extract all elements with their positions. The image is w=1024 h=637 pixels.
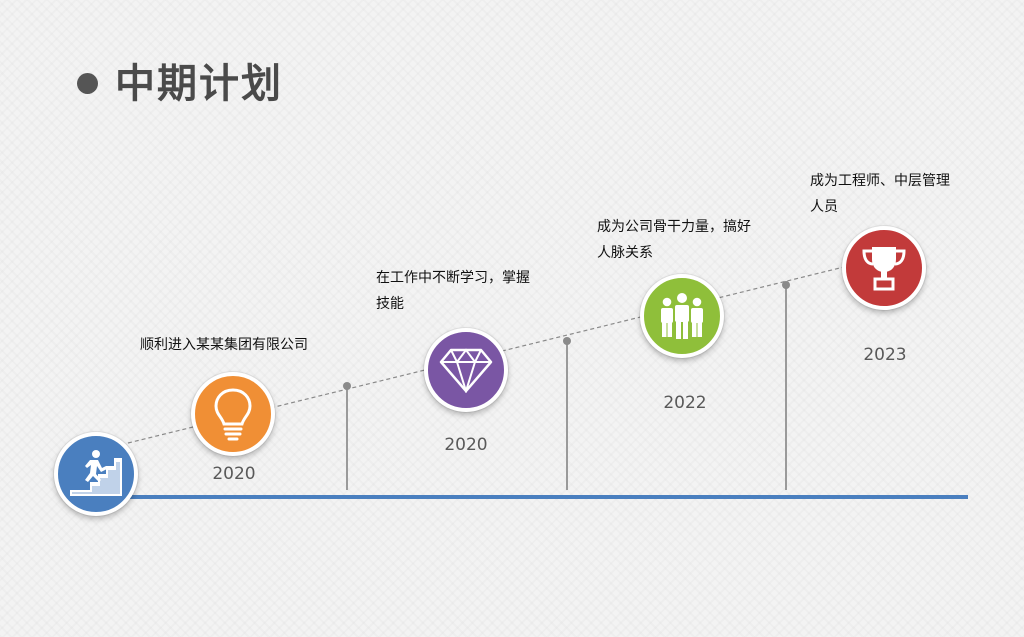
milestone-2-year: 2020 — [444, 435, 488, 455]
milestone-4-circle — [842, 226, 926, 310]
milestone-3-year: 2022 — [663, 393, 707, 413]
page-title: 中期计划 — [115, 61, 283, 107]
runner-stairs-icon — [70, 450, 122, 496]
milestone-4-year: 2023 — [863, 345, 907, 365]
milestone-1-text: 顺利进入某某集团有限公司 — [140, 337, 308, 353]
trend-node-2 — [563, 337, 571, 345]
trend-dashed-line — [127, 265, 849, 444]
title-bullet — [77, 73, 98, 94]
diamond-icon — [439, 348, 493, 393]
milestone-1-circle — [191, 372, 275, 456]
milestone-1-year: 2020 — [212, 464, 256, 484]
milestone-2-text: 在工作中不断学习，掌握技能 — [376, 270, 530, 312]
trend-node-1 — [343, 382, 351, 390]
milestone-2-circle — [424, 328, 508, 412]
people-group-icon — [661, 293, 703, 339]
trend-node-3 — [782, 281, 790, 289]
lightbulb-icon — [214, 388, 252, 441]
milestone-start-circle — [54, 432, 138, 516]
trophy-icon — [862, 247, 906, 291]
milestone-4-text: 成为工程师、中层管理人员 — [810, 173, 950, 215]
milestone-3-text: 成为公司骨干力量，搞好人脉关系 — [597, 219, 751, 261]
milestone-3-circle — [640, 274, 724, 358]
